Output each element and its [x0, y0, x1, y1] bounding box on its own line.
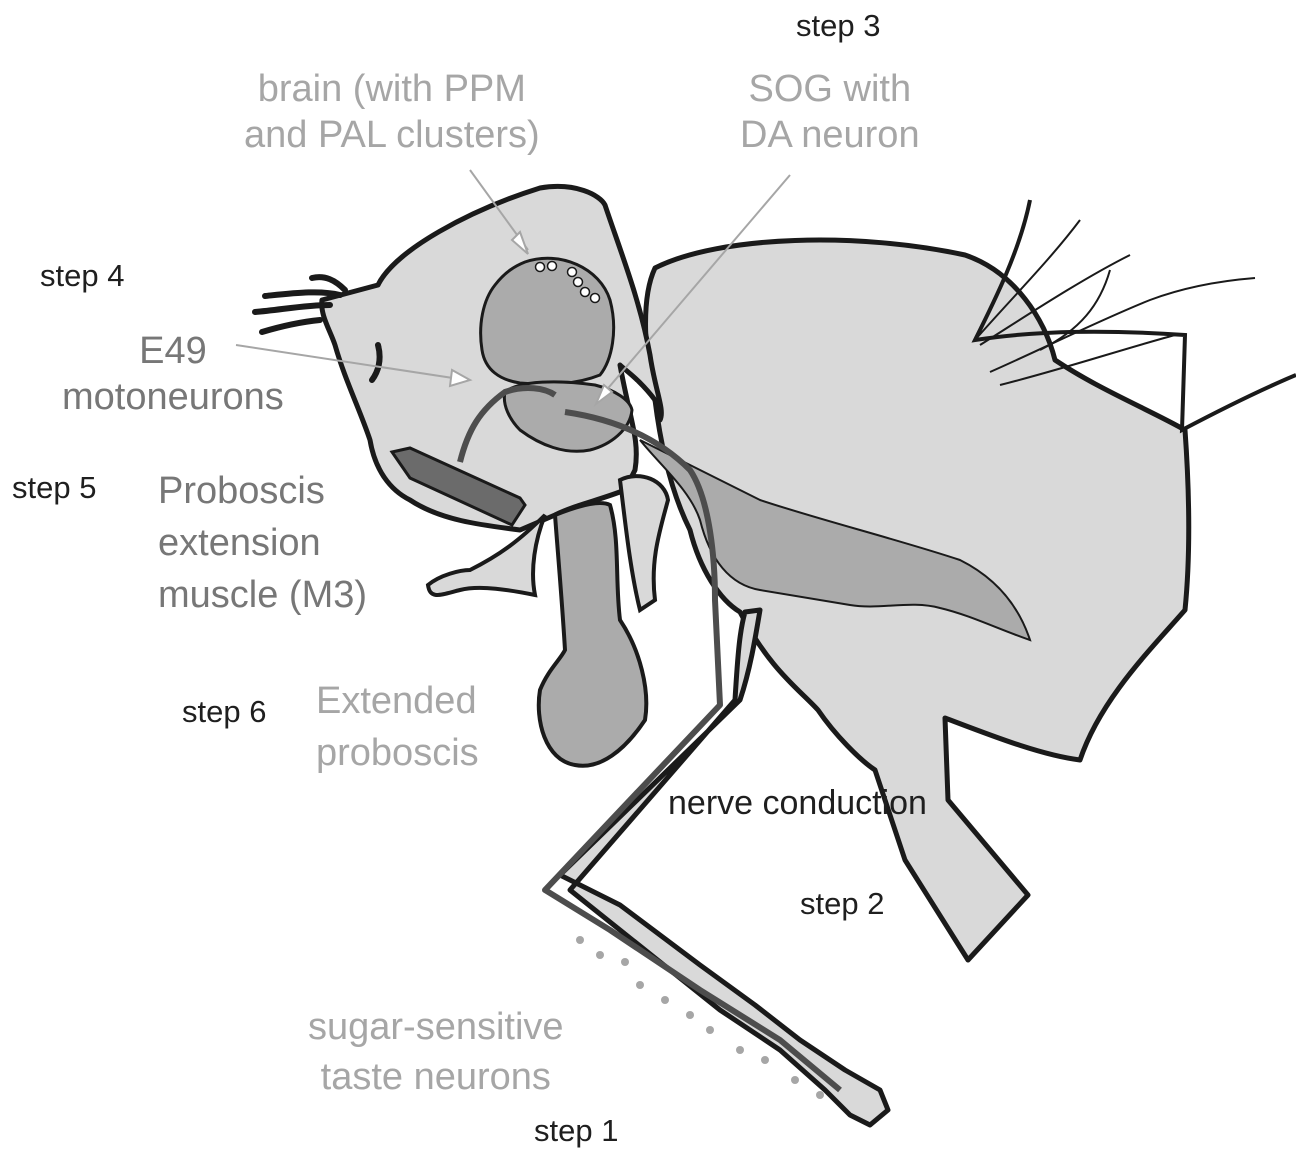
step5-label: step 5	[12, 472, 96, 503]
muscle-label-line2: extension	[158, 524, 367, 562]
taste-neuron-dots	[576, 936, 824, 1099]
step4-label: step 4	[40, 260, 124, 291]
taste-neurons-label: sugar-sensitive taste neurons	[308, 1008, 564, 1096]
nerve-label-line1: nerve	[668, 784, 753, 822]
step2-label: step 2	[800, 888, 884, 919]
e49-label-line1: E49	[62, 332, 284, 370]
muscle-label-line3: muscle (M3)	[158, 576, 367, 614]
proboscis-label-line1: Extended	[316, 682, 479, 720]
nerve-conduction-label: nerve conduction	[668, 786, 927, 820]
e49-label-line2: motoneurons	[62, 378, 284, 416]
brain-label: brain (with PPM and PAL clusters)	[244, 70, 540, 154]
brain-shape	[481, 258, 614, 384]
taste-label-line1: sugar-sensitive	[308, 1008, 564, 1046]
muscle-label: Proboscis extension muscle (M3)	[158, 472, 367, 614]
sog-label-line2: DA neuron	[740, 116, 920, 154]
e49-label: E49 motoneurons	[62, 332, 284, 416]
step1-label: step 1	[534, 1115, 618, 1146]
proboscis-label: Extended proboscis	[316, 682, 479, 772]
proboscis-label-line2: proboscis	[316, 734, 479, 772]
step6-label: step 6	[182, 696, 266, 727]
brain-label-line1: brain (with PPM	[244, 70, 540, 108]
step3-label: step 3	[796, 10, 880, 41]
sog-label-line1: SOG with	[740, 70, 920, 108]
proboscis-palp	[620, 476, 668, 610]
nerve-label-line2: conduction	[763, 784, 927, 822]
brain-label-line2: and PAL clusters)	[244, 116, 540, 154]
sog-label: SOG with DA neuron	[740, 70, 920, 154]
taste-label-line2: taste neurons	[308, 1058, 564, 1096]
muscle-label-line1: Proboscis	[158, 472, 367, 510]
